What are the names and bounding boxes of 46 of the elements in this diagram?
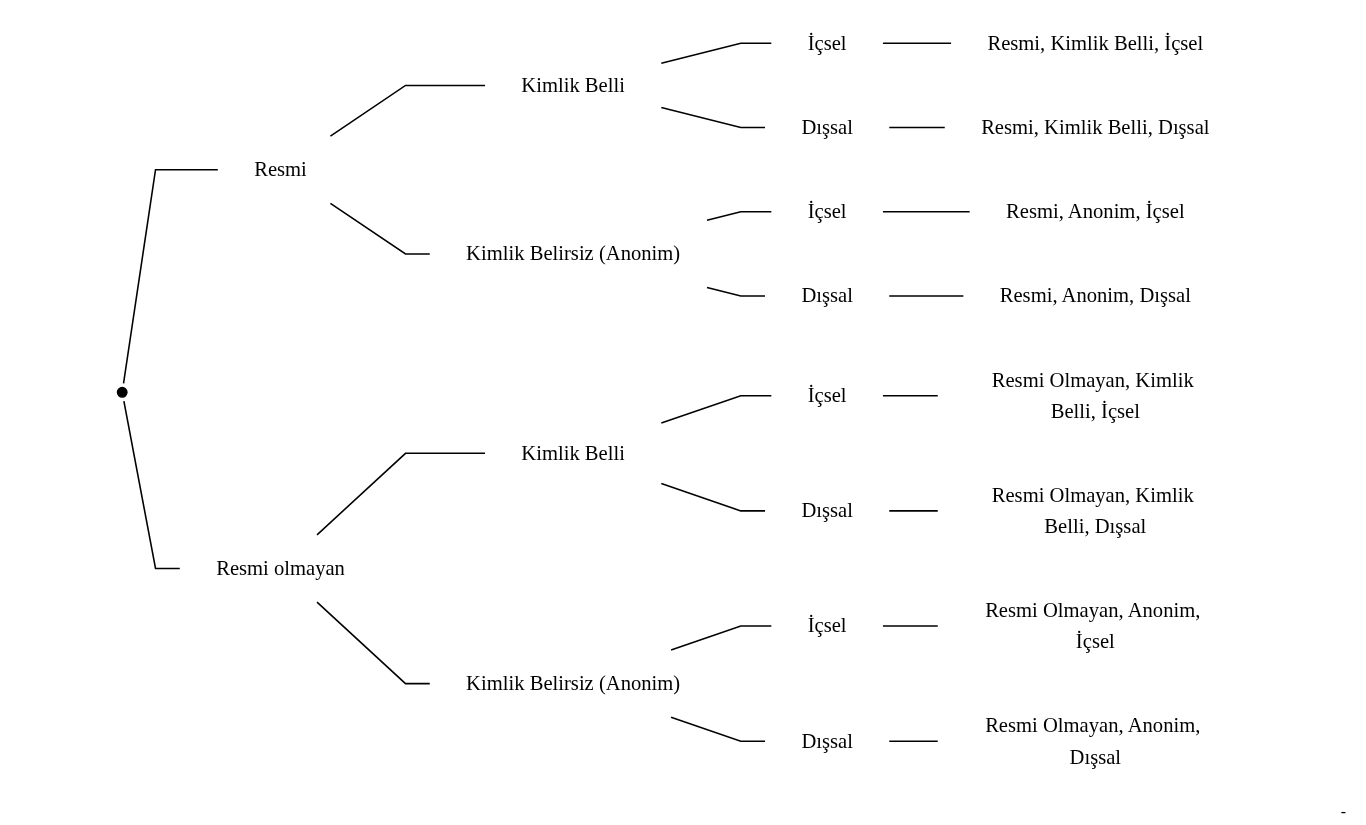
connector: [660, 42, 773, 65]
node-text: Kimlik Belli: [521, 441, 625, 465]
node-circle: [116, 386, 128, 398]
node-text: İçsel: [807, 614, 847, 638]
connector: [123, 400, 181, 570]
node-text: Dışsal: [801, 499, 853, 523]
note-text: -: [1340, 803, 1346, 820]
connector: [882, 42, 952, 45]
connector: [660, 394, 773, 424]
node-text: Resmi: [254, 157, 307, 181]
node-text: Resmi, Kimlik Belli, Dışsal: [981, 115, 1210, 139]
node-text: Resmi Olmayan, Kimlik Belli, Dışsal: [991, 483, 1194, 538]
node-text: İçsel: [807, 31, 847, 55]
connector: [329, 84, 486, 137]
node-text: Resmi olmayan: [216, 556, 345, 580]
connector: [888, 740, 939, 742]
node-text: İçsel: [807, 383, 847, 407]
node-text: Resmi, Kimlik Belli, İçsel: [987, 31, 1204, 55]
node-text: Resmi Olmayan, Anonim, Dışsal: [985, 713, 1201, 768]
connector: [888, 510, 939, 512]
connector: [888, 295, 965, 297]
node-text: Resmi, Anonim, İçsel: [1006, 200, 1185, 224]
connector: [882, 394, 939, 397]
connector: [882, 211, 971, 213]
node-text: İçsel: [807, 200, 847, 224]
node-text: Dışsal: [801, 115, 853, 139]
connector: [882, 625, 939, 627]
connector: [316, 601, 431, 685]
node-text: Dışsal: [801, 729, 853, 753]
node-text: Kimlik Belirsiz (Anonim): [466, 671, 681, 695]
connector: [122, 168, 219, 385]
node-text: Resmi, Anonim, Dışsal: [999, 284, 1191, 308]
node-text: Dışsal: [801, 284, 853, 308]
node-text: Kimlik Belli: [521, 73, 625, 97]
node-text: Kimlik Belirsiz (Anonim): [466, 242, 681, 266]
node-text: Resmi Olmayan, Anonim, İçsel: [985, 598, 1201, 653]
connector: [888, 126, 946, 129]
connector: [316, 452, 486, 536]
node-text: Resmi Olmayan, Kimlik Belli, İçsel: [991, 368, 1194, 423]
connector: [670, 716, 766, 742]
connector: [660, 482, 766, 512]
connector: [660, 106, 766, 129]
connector: [329, 202, 431, 255]
connector: [706, 211, 773, 222]
connector: [670, 625, 773, 651]
connector: [706, 286, 766, 297]
